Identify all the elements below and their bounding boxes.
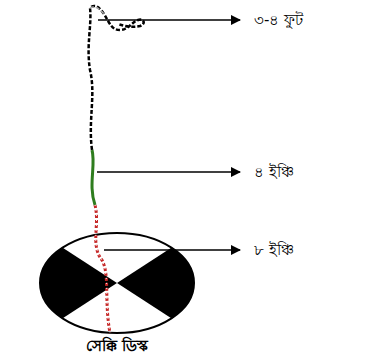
black-quadrant [117, 233, 194, 333]
disk [40, 233, 194, 333]
leader-arrows [97, 20, 240, 250]
dimension-label: ৩-৪ ফুট [252, 11, 305, 29]
dimension-label: ৪ ইঞ্চি [252, 163, 296, 181]
dimension-label: ৮ ইঞ্চি [252, 241, 296, 259]
caption: সেক্কি ডিস্ক [86, 337, 148, 355]
rope [89, 6, 144, 333]
